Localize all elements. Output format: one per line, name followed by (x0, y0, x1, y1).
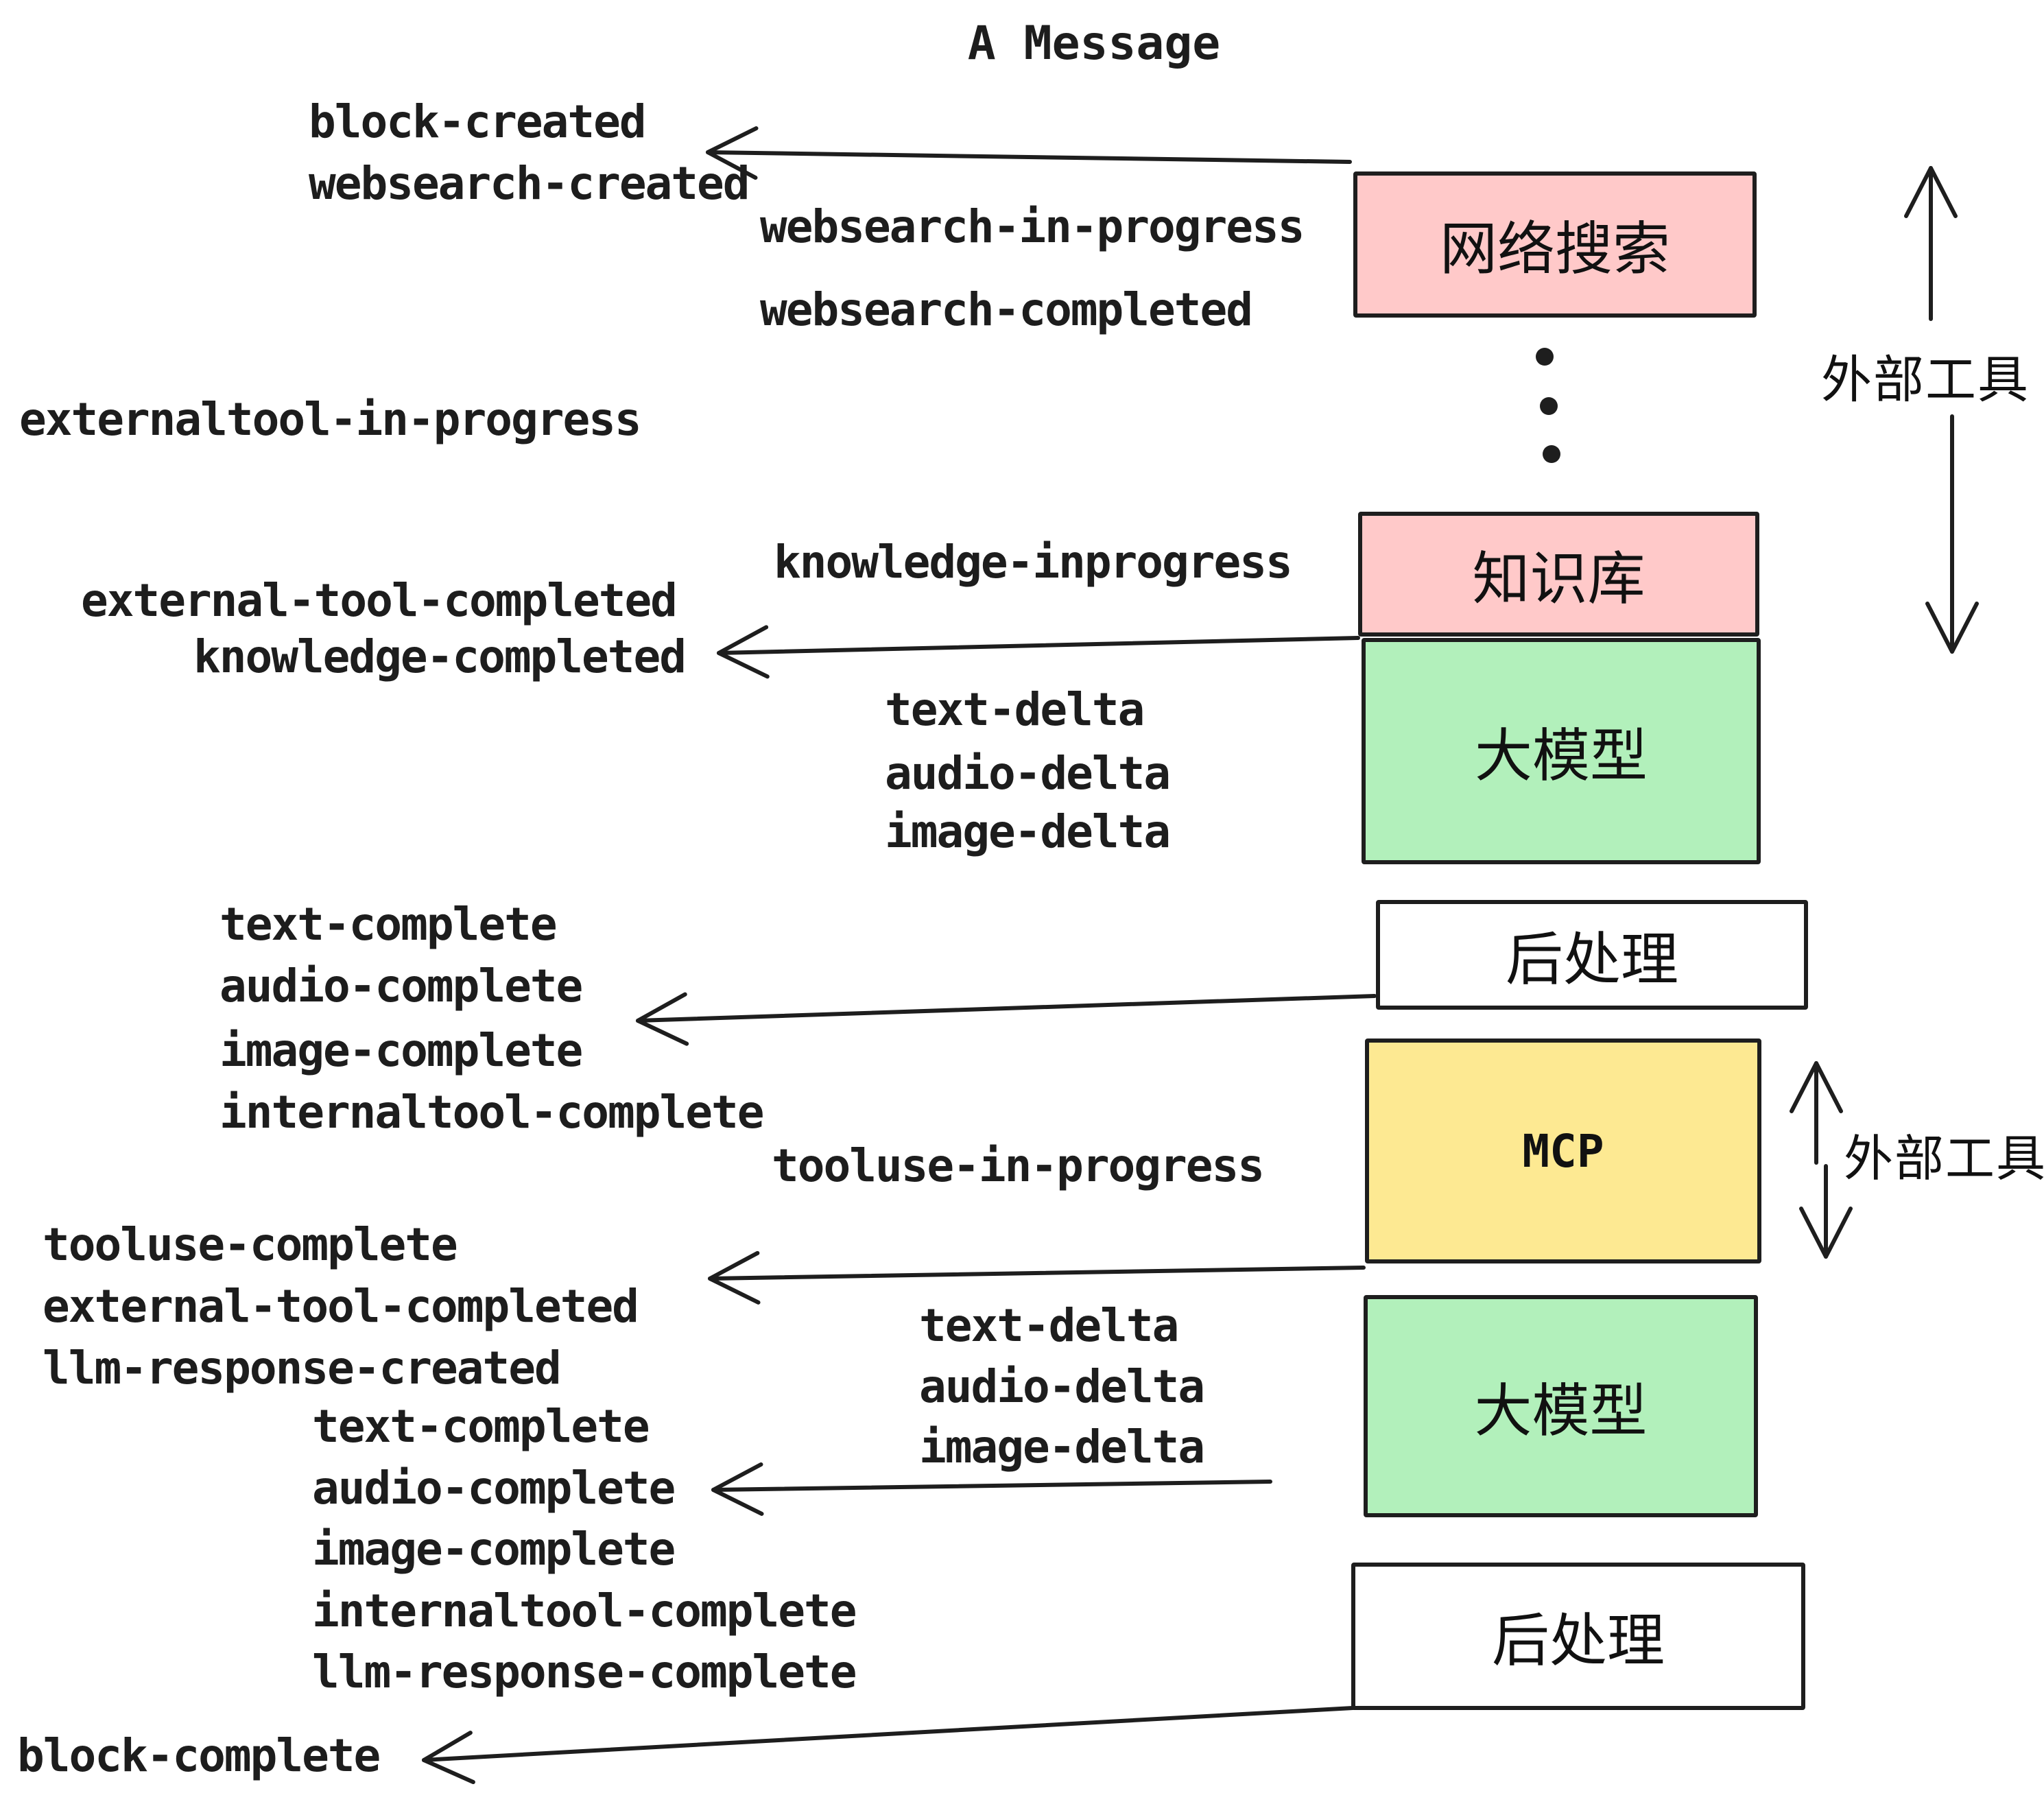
box-knowledge: 知识库 (1358, 512, 1759, 637)
arrow-image-complete (636, 992, 1377, 1046)
ellipsis-dot (1536, 348, 1554, 366)
event-label-audio-delta-1: audio-delta (885, 747, 1171, 800)
event-label-knowledge-inprogress: knowledge-inprogress (774, 536, 1293, 589)
box-mcp: MCP (1365, 1039, 1761, 1263)
event-label-websearch-completed: websearch-completed (760, 283, 1253, 336)
box-postprocess-1: 后处理 (1376, 900, 1808, 1010)
event-label-external-tool-completed-2: external-tool-completed (43, 1280, 639, 1333)
box-llm-2-label: 大模型 (1474, 1377, 1648, 1445)
box-websearch: 网络搜索 (1353, 171, 1757, 318)
box-mcp-label: MCP (1522, 1124, 1604, 1178)
event-label-audio-delta-2: audio-delta (919, 1360, 1205, 1413)
arrow-audio-complete-2 (711, 1462, 1272, 1516)
event-label-external-tool-completed: external-tool-completed (81, 574, 678, 627)
event-label-text-complete-1: text-complete (219, 898, 558, 951)
event-label-llm-response-complete: llm-response-complete (312, 1646, 857, 1698)
event-label-image-complete-1: image-complete (219, 1024, 583, 1077)
event-label-image-delta-1: image-delta (885, 805, 1171, 858)
event-label-tooluse-in-progress: tooluse-in-progress (772, 1139, 1265, 1192)
arrow-block-complete (422, 1706, 1355, 1785)
event-label-internaltool-complete-2: internaltool-complete (312, 1585, 857, 1637)
side-label-external-tools-2: 外部工具 (1844, 1130, 2044, 1187)
event-label-text-delta-2: text-delta (919, 1299, 1179, 1352)
event-label-block-created: block-created (309, 95, 647, 148)
box-knowledge-label: 知识库 (1472, 545, 1645, 613)
arrow-knowledge-completed (717, 625, 1360, 679)
event-label-image-delta-2: image-delta (919, 1421, 1205, 1473)
event-label-image-complete-2: image-complete (312, 1523, 676, 1576)
event-label-llm-response-created: llm-response-created (43, 1342, 562, 1394)
event-label-knowledge-completed: knowledge-completed (193, 630, 687, 683)
ellipsis-dot (1543, 445, 1560, 463)
event-label-websearch-in-progress: websearch-in-progress (760, 200, 1305, 253)
side-label-external-tools-1: 外部工具 (1821, 351, 2030, 410)
box-postprocess-1-label: 后处理 (1505, 925, 1678, 993)
box-websearch-label: 网络搜索 (1439, 215, 1670, 283)
event-label-internaltool-complete-1: internaltool-complete (219, 1086, 764, 1139)
box-llm-1-label: 大模型 (1474, 722, 1648, 790)
box-postprocess-2: 后处理 (1351, 1563, 1805, 1710)
arrow-websearch-created (706, 126, 1352, 180)
event-label-text-complete-2: text-complete (312, 1400, 650, 1453)
box-postprocess-2-label: 后处理 (1491, 1607, 1665, 1674)
arrow-tooluse-complete (708, 1250, 1366, 1305)
diagram-title: A Message (967, 16, 1221, 71)
event-label-text-delta-1: text-delta (885, 683, 1145, 736)
event-label-audio-complete-1: audio-complete (219, 960, 583, 1012)
event-label-block-complete: block-complete (17, 1729, 381, 1782)
ellipsis-dot (1540, 397, 1558, 415)
event-label-audio-complete-2: audio-complete (312, 1462, 676, 1515)
box-llm-2: 大模型 (1364, 1295, 1758, 1517)
event-label-externaltool-in-progress: externaltool-in-progress (19, 393, 642, 446)
event-label-websearch-created: websearch-created (309, 157, 750, 210)
box-llm-1: 大模型 (1362, 638, 1761, 864)
event-label-tooluse-complete: tooluse-complete (43, 1218, 458, 1271)
